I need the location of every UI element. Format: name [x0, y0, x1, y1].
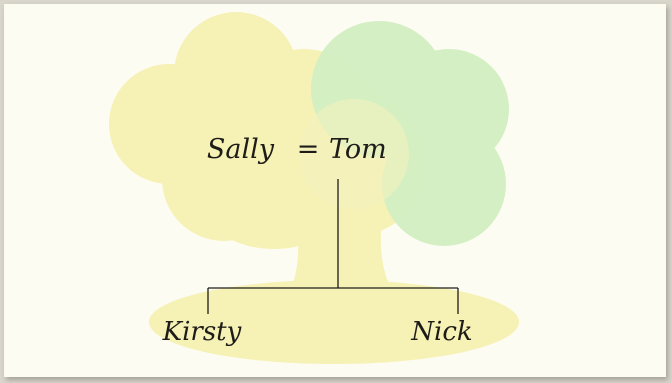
tree-illustration [109, 12, 519, 364]
tree-ground-shape [149, 280, 519, 364]
couple-equals-sign: = [297, 134, 320, 165]
tree-connectors [207, 179, 459, 314]
partner-left-label: Sally [207, 134, 275, 165]
partner-right-label: Tom [329, 134, 387, 165]
tree-foliage-overlap [299, 99, 409, 209]
child-label-right: Nick [410, 317, 472, 347]
family-tree-card: Sally = Tom Kirsty Nick [4, 4, 666, 377]
family-tree-diagram: Sally = Tom Kirsty Nick [109, 12, 519, 364]
child-label-left: Kirsty [162, 317, 242, 347]
